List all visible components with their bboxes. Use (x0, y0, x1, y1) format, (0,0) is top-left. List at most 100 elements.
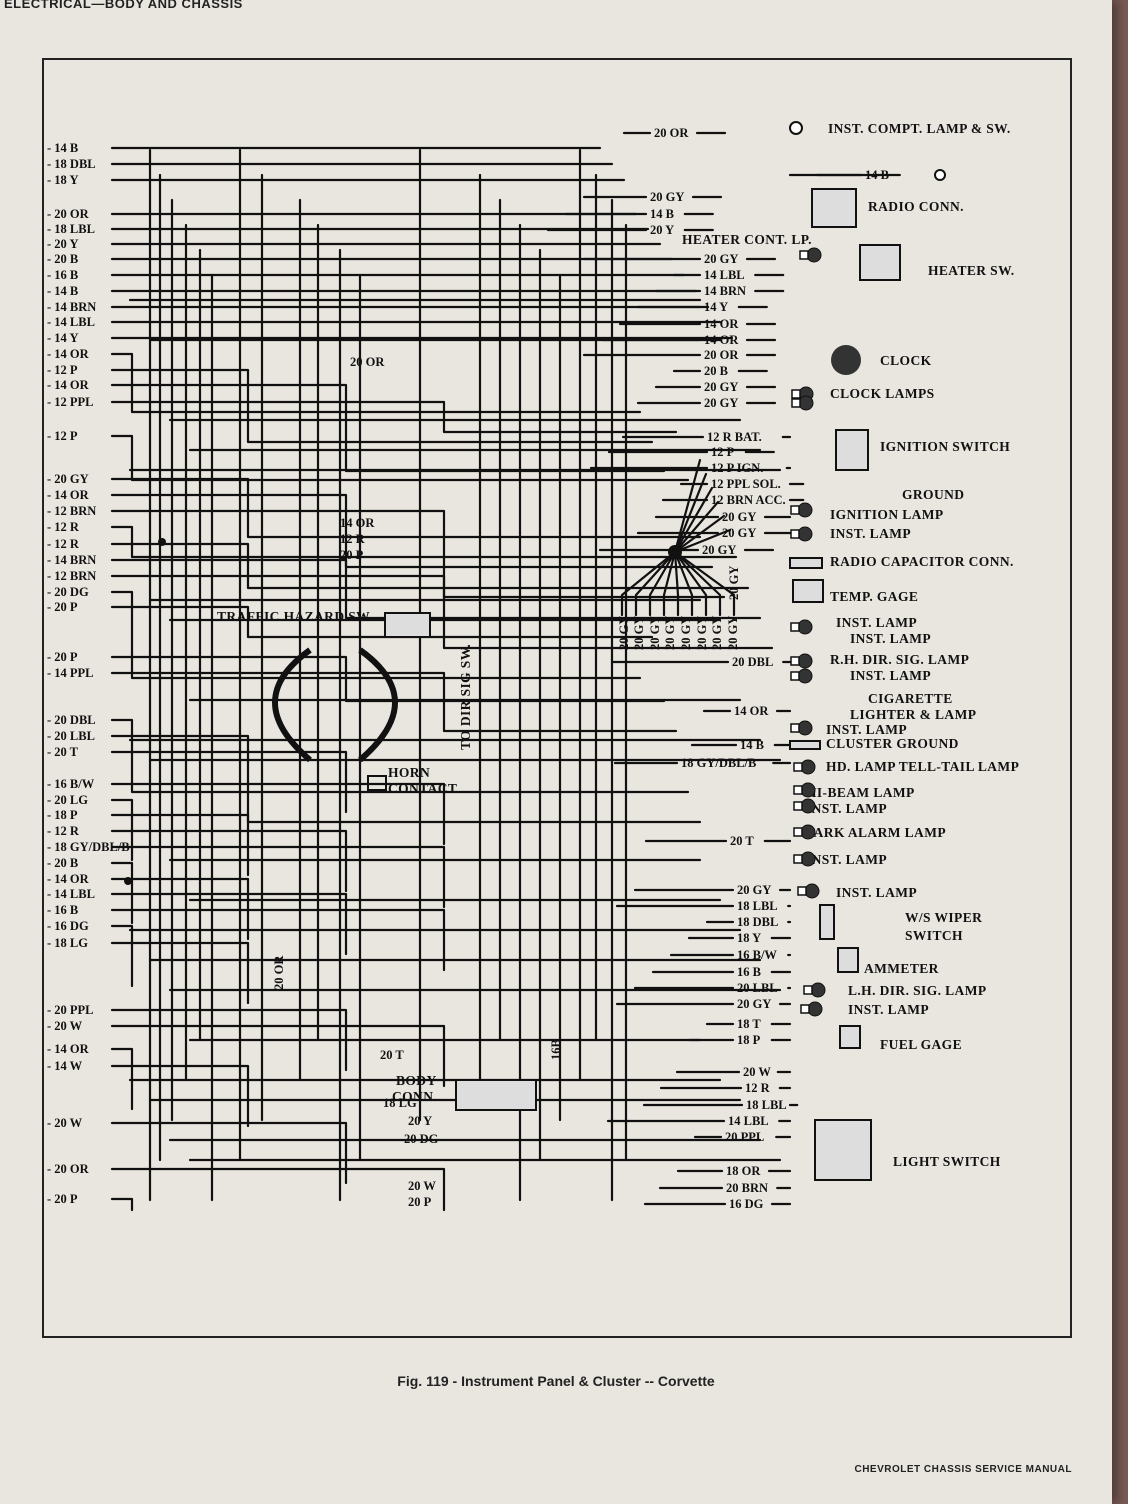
right-wire-label: 16 B/W (737, 948, 777, 962)
vertical-wire-label: 16B (549, 1039, 563, 1060)
component-label: HEATER CONT. LP. (682, 232, 812, 247)
lamp-socket-icon (797, 720, 813, 736)
left-wire-label: - 14 OR (47, 1042, 90, 1056)
radial-wire (620, 550, 677, 617)
component-label: RADIO CONN. (868, 199, 964, 214)
component-label: HI-BEAM LAMP (806, 785, 915, 800)
component-label: TEMP. GAGE (830, 589, 918, 604)
vertical-wire-label: 20 GY (727, 566, 741, 600)
right-wire-label: 20 OR (654, 126, 689, 140)
right-wire-label: 18 LBL (737, 899, 778, 913)
component-label: TRAFFIC HAZARD SW. (217, 609, 373, 624)
horn-contact-icon (367, 775, 387, 791)
left-wire (110, 798, 134, 862)
connector-icon (790, 505, 800, 515)
right-wire-label: 14 OR (734, 704, 769, 718)
left-wire-label: - 20 Y (47, 237, 78, 251)
radial-wire (673, 500, 720, 554)
component-label: BODY (396, 1073, 437, 1088)
diagram-frame (42, 58, 1072, 1338)
component-label: INST. LAMP (830, 526, 911, 541)
component-label: CONTACT (388, 781, 457, 796)
radial-wire (673, 472, 708, 554)
component-label: INST. LAMP (806, 801, 887, 816)
component-label: IGNITION SWITCH (880, 439, 1010, 454)
right-wire-label: 20 GY (704, 380, 738, 394)
left-wire-label: - 14 OR (47, 347, 90, 361)
left-wire-label: - 20 W (47, 1116, 83, 1130)
left-wire (110, 383, 666, 473)
left-wire-label: - 14 OR (47, 378, 90, 392)
component-label: LIGHTER & LAMP (850, 707, 976, 722)
left-wire-label: - 16 DG (47, 919, 89, 933)
left-wire-label: - 20 P (47, 1192, 78, 1206)
right-wire-label: 20 DBL (732, 655, 773, 669)
connector-icon (797, 886, 807, 896)
junction-dot (158, 538, 166, 546)
right-wire-label: 14 B (740, 738, 764, 752)
left-wire-label: - 20 P (47, 600, 78, 614)
left-wire (110, 558, 762, 620)
vertical-wire-label: 20 GY (679, 616, 693, 650)
left-wire (110, 1064, 250, 1128)
left-wire-label: - 18 DBL (47, 157, 96, 171)
wire-paths (110, 131, 901, 1212)
left-wire (110, 908, 446, 972)
right-wire-label: 20 T (730, 834, 754, 848)
left-wire-label: - 18 LBL (47, 222, 95, 236)
lamp-socket-icon (798, 395, 814, 411)
left-wire (110, 750, 348, 814)
right-wire-label: 20 GY (650, 190, 684, 204)
figure-caption: Fig. 119 - Instrument Panel & Cluster --… (397, 1373, 715, 1389)
left-wire (110, 1047, 134, 1111)
left-wire (110, 924, 134, 988)
right-wire-label: 20 GY (704, 252, 738, 266)
right-wire-label: 18 GY/DBL/B (681, 756, 756, 770)
right-wire-label: 20 PPL (725, 1130, 764, 1144)
left-wire-label: - 18 GY/DBL/B (47, 840, 130, 854)
right-wire-label: 18 OR (726, 1164, 761, 1178)
vertical-wire-label: 20 GY (726, 616, 740, 650)
left-wire (110, 352, 642, 414)
component-label: INST. LAMP (848, 1002, 929, 1017)
lamp-socket-icon (800, 851, 816, 867)
connector-icon (790, 622, 800, 632)
radial-wire (634, 550, 677, 617)
radio-capacitor-icon (789, 557, 823, 569)
left-wire (110, 734, 702, 824)
left-wire (110, 845, 446, 909)
right-wire-label: 16 B (737, 965, 761, 979)
left-wire-label: - 14 Y (47, 331, 78, 345)
right-wire-label: 12 P IGN. (711, 461, 763, 475)
right-wire-label: 16 DG (729, 1197, 764, 1211)
radial-wire (673, 486, 714, 554)
radial-wire (673, 550, 708, 617)
left-wire (110, 434, 690, 482)
right-wire-label: 20 GY (702, 543, 736, 557)
left-wire-label: - 14 LBL (47, 315, 95, 329)
mid-wire-label: 12 R (340, 532, 366, 546)
fuel-gage-icon (839, 1025, 861, 1049)
vertical-wire-label: 20 GY (695, 616, 709, 650)
right-wire-label: 20 GY (722, 526, 756, 540)
component-label: FUEL GAGE (880, 1037, 962, 1052)
left-wire (110, 813, 250, 877)
junction-dot (124, 877, 132, 885)
left-wire (110, 1024, 446, 1088)
radial-wire (673, 514, 726, 554)
radio-ground-terminal-icon (934, 169, 946, 181)
left-wire-label: - 12 R (47, 824, 80, 838)
right-wire-label: 14 B (865, 168, 889, 182)
clock-icon (831, 345, 861, 375)
radial-wire (662, 550, 677, 617)
right-wire-label: 18 T (737, 1017, 761, 1031)
right-wire-label: 18 LBL (746, 1098, 787, 1112)
left-wire (110, 782, 446, 846)
right-wire-label: 12 R (745, 1081, 771, 1095)
component-label: W/S WIPER (905, 910, 982, 925)
connector-icon (791, 389, 801, 399)
component-label: INST. LAMP (850, 631, 931, 646)
left-wire-label: - 20 GY (47, 472, 89, 486)
component-label: L.H. DIR. SIG. LAMP (848, 983, 987, 998)
cluster-ground-icon (789, 740, 821, 750)
